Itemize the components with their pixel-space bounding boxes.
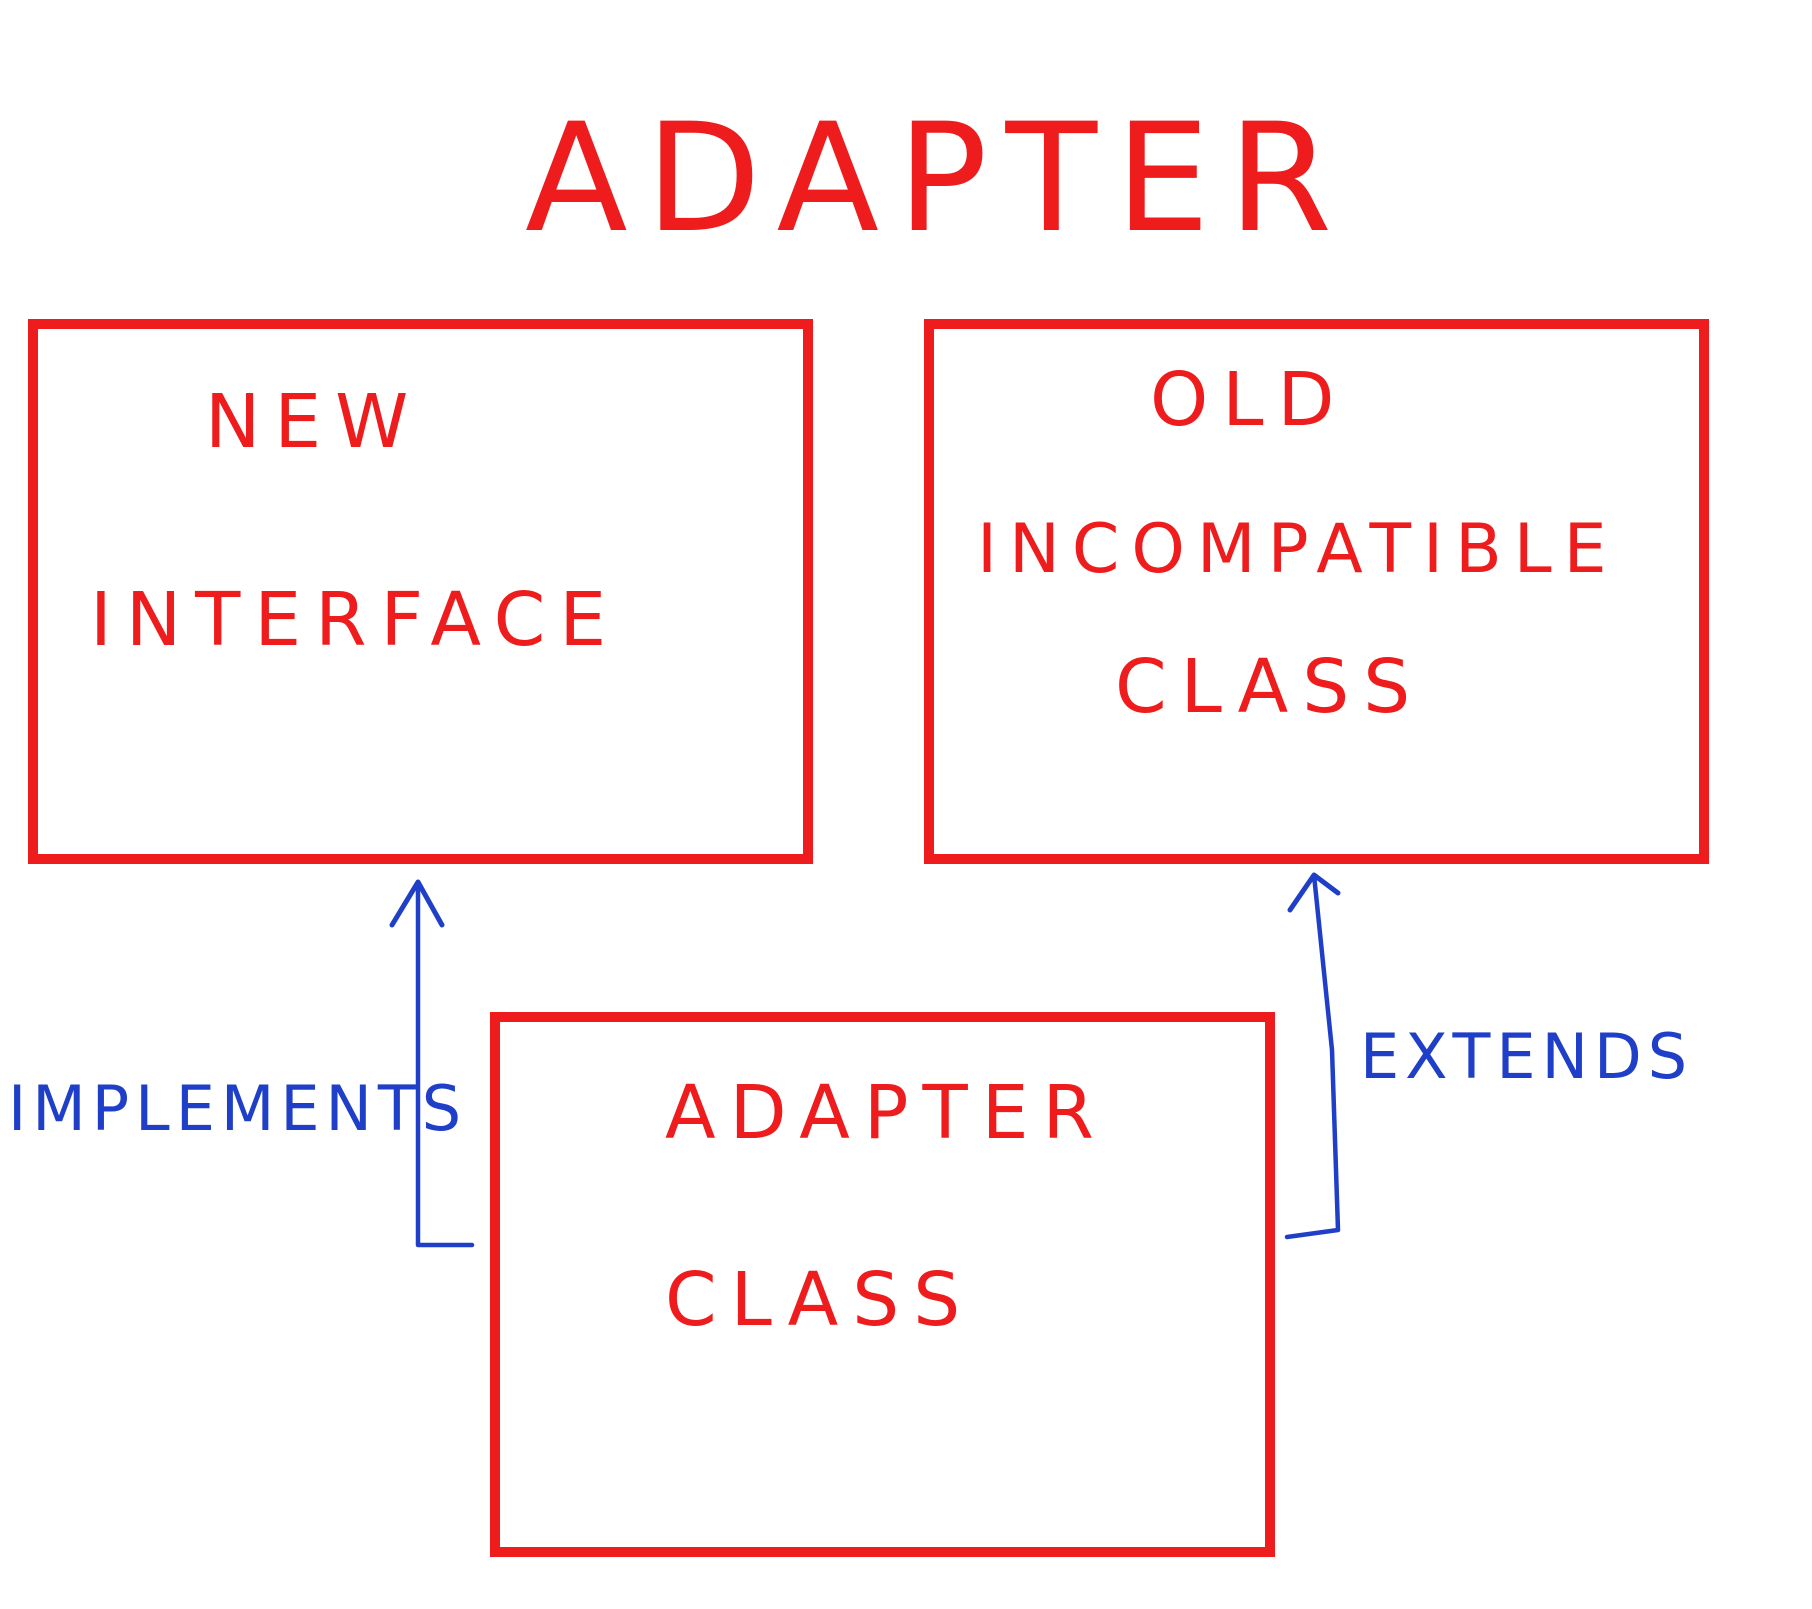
adapter-class-label-line-2: CLASS bbox=[665, 1257, 974, 1343]
new-interface-label-line-2: INTERFACE bbox=[90, 577, 620, 663]
old-class-label-line-2: INCOMPATIBLE bbox=[977, 510, 1619, 589]
old-class-label-line-3: CLASS bbox=[1115, 644, 1424, 730]
new-interface-label-line-1: NEW bbox=[205, 379, 422, 465]
implements-arrow-line bbox=[415, 879, 475, 1248]
diagram-title: ADAPTER bbox=[525, 92, 1350, 266]
edge-extends: EXTENDS bbox=[1284, 872, 1693, 1240]
extends-arrowhead-icon bbox=[1287, 872, 1341, 913]
old-class-label-line-1: OLD bbox=[1150, 357, 1348, 443]
new-interface-box bbox=[28, 319, 813, 864]
node-new-interface: NEW INTERFACE bbox=[28, 319, 813, 864]
extends-arrow-line bbox=[1284, 872, 1341, 1240]
implements-label: IMPLEMENTS bbox=[8, 1072, 467, 1145]
implements-arrowhead-icon bbox=[389, 879, 445, 928]
node-adapter-class: ADAPTER CLASS bbox=[490, 1012, 1275, 1557]
edge-implements: IMPLEMENTS bbox=[8, 879, 475, 1248]
adapter-class-box bbox=[490, 1012, 1275, 1557]
extends-label: EXTENDS bbox=[1360, 1020, 1693, 1093]
node-old-class: OLD INCOMPATIBLE CLASS bbox=[924, 319, 1709, 864]
adapter-class-label-line-1: ADAPTER bbox=[665, 1070, 1108, 1156]
old-class-box bbox=[924, 319, 1709, 864]
